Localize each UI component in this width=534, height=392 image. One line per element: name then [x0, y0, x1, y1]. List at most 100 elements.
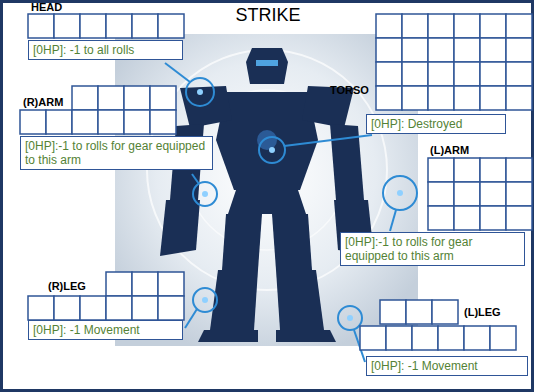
robot-head	[246, 48, 288, 84]
hp-box	[132, 14, 158, 38]
hp-box	[428, 182, 454, 206]
robot-visor	[256, 60, 278, 66]
target-dot	[197, 89, 203, 95]
hp-box	[376, 86, 402, 110]
hp-box	[506, 38, 532, 62]
hp-box	[54, 14, 80, 38]
robot-torso	[216, 92, 318, 190]
hp-box	[464, 326, 490, 350]
leader-line	[185, 309, 197, 328]
robot-foot	[276, 330, 336, 342]
target-circle	[193, 288, 217, 312]
hp-box	[158, 272, 184, 296]
hp-box	[506, 62, 532, 86]
hp-box	[150, 110, 176, 134]
robot-arm	[330, 124, 364, 200]
part-label: (L)LEG	[464, 306, 501, 318]
part-label: (R)LEG	[48, 280, 86, 292]
hp-box	[480, 158, 506, 182]
leader-line	[192, 174, 199, 184]
hp-box	[406, 300, 432, 324]
hp-box	[428, 62, 454, 86]
robot-shoulder	[180, 86, 232, 128]
effect-box: [0HP]:-1 to rolls for gear equipped to t…	[340, 232, 525, 266]
robot-leg	[222, 214, 262, 270]
target-circle	[383, 176, 417, 210]
hp-box	[412, 326, 438, 350]
hp-box	[158, 14, 184, 38]
hp-box	[20, 110, 46, 134]
hp-box	[428, 158, 454, 182]
hp-box	[428, 14, 454, 38]
target-dot	[202, 297, 208, 303]
hp-box	[438, 326, 464, 350]
hp-box	[454, 86, 480, 110]
target-dot	[269, 147, 275, 153]
hp-box	[454, 14, 480, 38]
target-circle	[338, 306, 362, 330]
hp-box	[106, 14, 132, 38]
hp-box	[402, 38, 428, 62]
effect-box: [0HP]: -1 Movement	[366, 356, 528, 376]
hp-box	[506, 182, 532, 206]
hp-box	[432, 300, 458, 324]
robot-leg	[276, 270, 324, 330]
effect-box: [0HP]: -1 Movement	[28, 320, 183, 340]
hp-box	[506, 158, 532, 182]
target-dot	[347, 315, 353, 321]
hp-box	[428, 38, 454, 62]
hp-box	[428, 86, 454, 110]
hp-box	[72, 110, 98, 134]
robot-pelvis	[228, 190, 306, 214]
hp-box	[454, 182, 480, 206]
hp-box	[158, 296, 184, 320]
hp-box	[376, 38, 402, 62]
target-dot	[202, 191, 208, 197]
effect-box: [0HP]:-1 to rolls for gear equipped to t…	[20, 136, 213, 170]
effect-text: [0HP]: -1 Movement	[33, 323, 178, 337]
hp-box	[106, 272, 132, 296]
hp-box	[106, 296, 132, 320]
effect-box: [0HP]: -1 to all rolls	[28, 40, 183, 60]
effect-text: [0HP]:-1 to rolls for gear equipped to t…	[345, 235, 520, 263]
effect-text: [0HP]: -1 to all rolls	[33, 43, 178, 57]
hp-box	[454, 38, 480, 62]
effect-text: [0HP]: -1 Movement	[371, 359, 523, 373]
hp-box	[454, 62, 480, 86]
hp-box	[506, 86, 532, 110]
hp-box	[402, 62, 428, 86]
hp-box	[376, 14, 402, 38]
hp-box	[80, 296, 106, 320]
hp-box	[376, 62, 402, 86]
effect-text: [0HP]:-1 to rolls for gear equipped to t…	[25, 139, 208, 167]
target-circle	[193, 182, 217, 206]
effect-text: [0HP]: Destroyed	[371, 117, 501, 131]
hp-box	[46, 110, 72, 134]
hp-box	[480, 62, 506, 86]
sheet-title: STRIKE	[235, 5, 300, 26]
part-label: (L)ARM	[430, 144, 469, 156]
hp-box	[380, 300, 406, 324]
hp-box	[124, 86, 150, 110]
hp-box	[480, 14, 506, 38]
hp-box	[28, 296, 54, 320]
hp-box	[132, 272, 158, 296]
robot-leg	[272, 214, 312, 270]
hp-box	[480, 38, 506, 62]
effect-box: [0HP]: Destroyed	[366, 114, 506, 134]
robot-panel	[115, 34, 418, 346]
hp-box	[402, 86, 428, 110]
hp-box	[98, 86, 124, 110]
hp-box	[54, 296, 80, 320]
robot-arm	[160, 200, 200, 256]
hp-box	[506, 206, 532, 230]
hp-box	[132, 296, 158, 320]
hp-box	[80, 14, 106, 38]
leader-line	[284, 135, 372, 146]
hp-box	[386, 326, 412, 350]
hp-box	[506, 14, 532, 38]
hp-box	[72, 86, 98, 110]
hp-box	[124, 110, 150, 134]
